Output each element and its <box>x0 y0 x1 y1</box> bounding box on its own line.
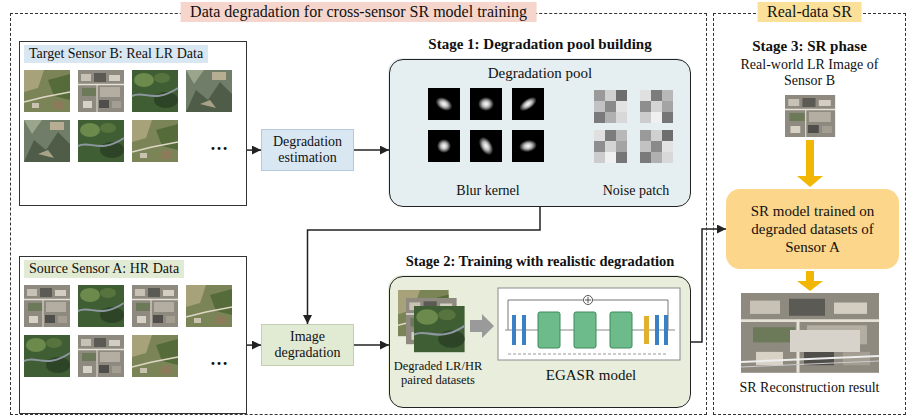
illustration-part <box>478 97 494 111</box>
illustration-part <box>186 285 232 327</box>
figure-caption: Real-world LR Image of Sensor B <box>730 57 890 89</box>
illustration-part <box>512 130 544 162</box>
illustration-part <box>806 271 814 282</box>
illustration-part <box>655 315 659 345</box>
source-thumbnails <box>24 285 232 377</box>
illustration-part <box>476 134 496 157</box>
connector-arrow <box>247 344 261 346</box>
illustration-part <box>24 335 70 377</box>
figure-caption: SR Reconstruction result <box>740 380 880 396</box>
illustration-part <box>498 288 680 360</box>
illustration-part <box>132 285 178 327</box>
stage-box: Stage 2: Training with realistic degrada… <box>389 276 691 408</box>
illustration-part <box>78 285 124 327</box>
illustration-part <box>78 335 124 377</box>
illustration-part <box>741 361 879 367</box>
sensor-label: Target Sensor B: Real LR Data <box>24 45 208 63</box>
illustration-part <box>470 314 494 338</box>
connector-arrow <box>354 149 389 151</box>
illustration-part <box>437 139 451 153</box>
process-box: Image degradation <box>261 324 354 366</box>
illustration-part <box>522 315 526 345</box>
illustration-part <box>428 88 460 120</box>
illustration-part <box>588 297 589 303</box>
process-box: Degradation estimation <box>261 129 354 171</box>
stage-heading: Stage 2: Training with realistic degrada… <box>406 253 675 270</box>
panel-title: Degradation pool <box>390 65 690 82</box>
illustration-part <box>517 94 539 114</box>
illustration-part <box>24 70 70 112</box>
illustration-part <box>785 95 835 137</box>
illustration-part <box>644 316 649 344</box>
region-frame: Real-data SRStage 3: SR phaseReal-world … <box>713 13 906 415</box>
sensor-data-box: Target Sensor B: Real LR Data … <box>19 41 247 206</box>
illustration-part <box>512 315 516 345</box>
panel-fills <box>388 58 690 407</box>
ellipsis-mark: … <box>210 134 228 155</box>
illustration-part <box>508 354 668 355</box>
connector-arrow <box>247 149 261 151</box>
process-label: Image degradation <box>267 329 348 361</box>
illustration-part <box>518 139 538 154</box>
sensor-data-box: Source Sensor A: HR Data … <box>19 256 247 414</box>
illustration-part <box>594 90 627 123</box>
egasr-network <box>498 288 680 360</box>
illustration-part <box>640 90 673 123</box>
illustration-part <box>797 281 823 291</box>
illustration-part <box>584 296 593 305</box>
illustration-part <box>433 94 455 113</box>
illustration-part <box>508 300 509 330</box>
illustration-part <box>640 130 673 163</box>
stage-box: Stage 1: Degradation pool buildingDegrad… <box>389 59 691 207</box>
figure-caption: Blur kernel <box>456 183 519 199</box>
illustration-part <box>470 88 502 120</box>
illustration-part <box>594 130 627 163</box>
region-frame: Data degradation for cross-sensor SR mod… <box>10 13 707 415</box>
target-thumbnails <box>24 70 232 162</box>
illustration-part <box>790 330 860 352</box>
stage-heading: Stage 3: SR phase <box>752 38 867 55</box>
illustration-part <box>806 140 814 176</box>
illustration-part <box>132 70 178 112</box>
illustration-part <box>24 120 70 162</box>
model-box: SR model trained on degraded datasets of… <box>726 189 899 269</box>
illustration-part <box>132 120 178 162</box>
illustration-part <box>512 88 544 120</box>
blur-kernels <box>428 88 544 162</box>
sensor-label: Source Sensor A: HR Data <box>24 260 184 278</box>
illustration-part <box>741 293 879 373</box>
illustration-part <box>574 312 596 348</box>
illustration-part <box>132 335 178 377</box>
illustration-part <box>470 130 502 162</box>
figure-caption: Degraded LR/HR paired datasets <box>392 359 484 388</box>
noise-patches <box>594 90 673 163</box>
illustration-part <box>388 275 690 407</box>
illustration-part <box>78 70 124 112</box>
illustration-part <box>186 70 232 112</box>
region-heading: Real-data SR <box>757 2 862 22</box>
illustration-part <box>741 356 879 362</box>
illustration-part <box>78 120 124 162</box>
ellipsis-mark: … <box>210 349 228 370</box>
illustration-part <box>24 285 70 327</box>
illustration-part <box>797 176 823 187</box>
sr-result-image <box>741 293 879 373</box>
connector-arrow <box>354 344 389 346</box>
illustration-part <box>414 306 465 352</box>
lr-input-image <box>785 95 835 137</box>
illustration-part <box>428 130 460 162</box>
region-heading: Data degradation for cross-sensor SR mod… <box>180 2 537 22</box>
illustration-part <box>388 58 690 206</box>
process-label: SR model trained on degraded datasets of… <box>731 202 894 256</box>
connector-arrow <box>691 229 726 342</box>
process-label: Degradation estimation <box>267 134 348 166</box>
illustration-part <box>610 312 632 348</box>
illustration-part <box>538 312 560 348</box>
paired-datasets <box>398 290 494 352</box>
figure-caption: EGASR model <box>546 367 636 384</box>
illustration-part <box>664 315 668 345</box>
figure-caption: Noise patch <box>603 183 669 199</box>
stage-heading: Stage 1: Degradation pool building <box>428 36 651 53</box>
